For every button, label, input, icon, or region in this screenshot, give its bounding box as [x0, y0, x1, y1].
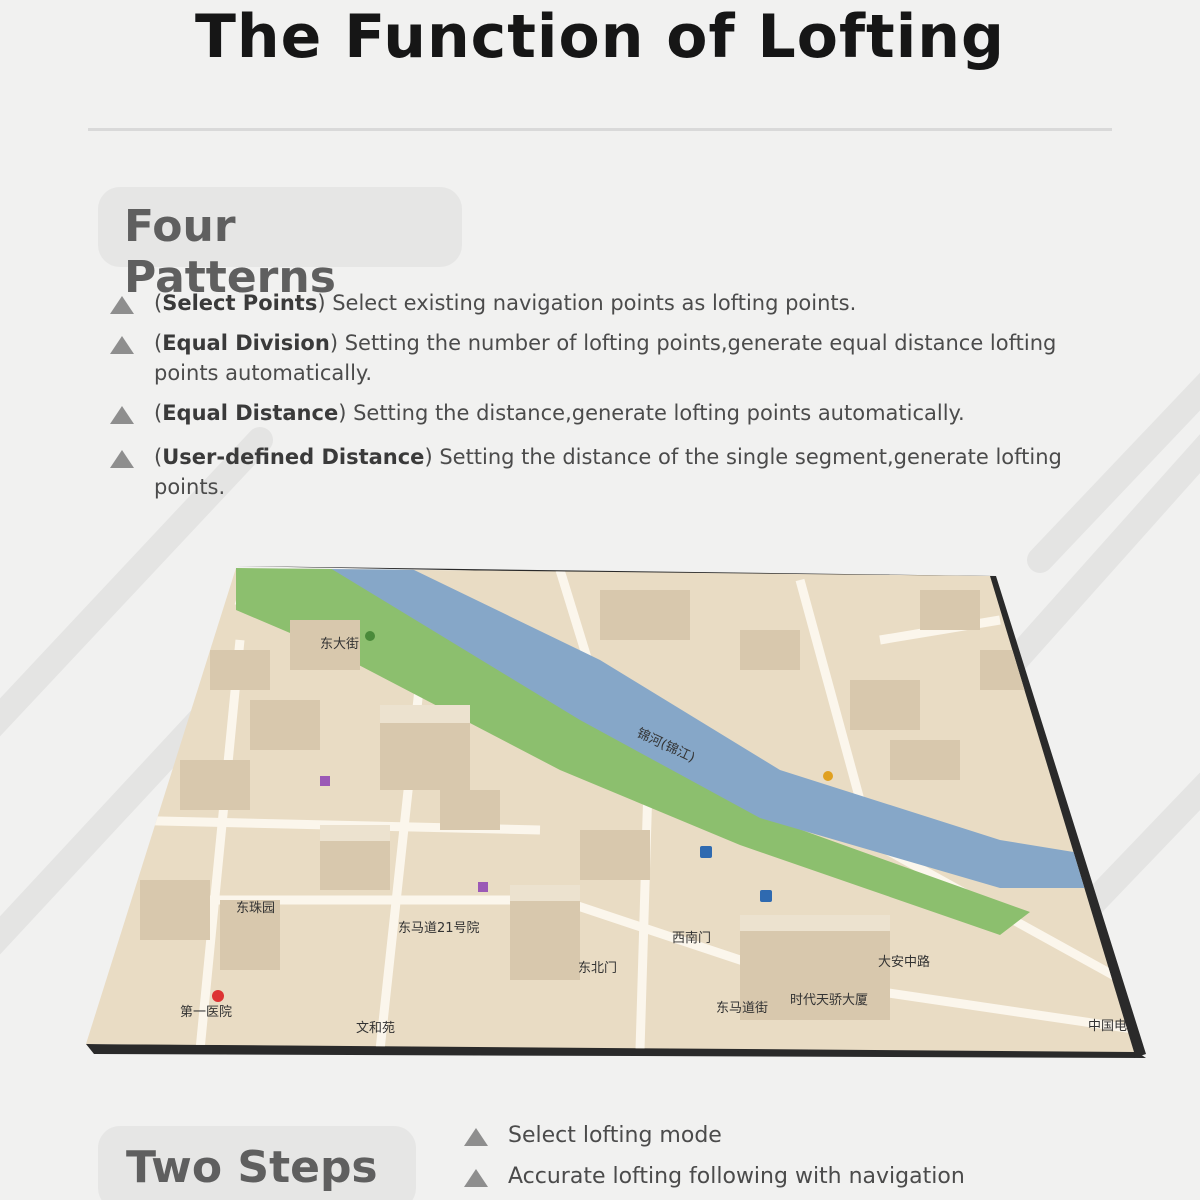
pattern-text: Setting the distance of the single segme… [154, 445, 1062, 499]
pattern-name: Select Points [162, 291, 318, 315]
four-patterns-heading: Four Patterns [98, 187, 462, 303]
pattern-name: Equal Distance [162, 401, 339, 425]
triangle-bullet-icon [464, 1128, 488, 1146]
pattern-text: Setting the distance,generate lofting po… [353, 401, 965, 425]
step-text: Accurate lofting following with navigati… [508, 1164, 965, 1189]
map-label: 文和苑 [356, 1021, 395, 1036]
two-steps-list: Select lofting mode Accurate lofting fol… [462, 1120, 965, 1200]
pattern-item: (User-defined Distance) Setting the dist… [108, 442, 1118, 502]
pattern-text: Select existing navigation points as lof… [332, 291, 857, 315]
triangle-bullet-icon [110, 336, 134, 354]
map-label: 东大街 [320, 637, 359, 652]
page-title: The Function of Lofting [195, 2, 1005, 72]
map-label: 大安中路 [878, 954, 930, 970]
triangle-bullet-icon [110, 406, 134, 424]
map-buildings [140, 590, 1040, 1020]
two-steps-heading: Two Steps [98, 1126, 416, 1200]
map-label: 时代天骄大厦 [790, 993, 868, 1008]
map-label: 第一医院 [180, 1005, 232, 1020]
four-patterns-list: (Select Points) Select existing navigati… [108, 288, 1118, 502]
map-label: 中国电信 [1088, 1019, 1140, 1034]
title-divider [88, 128, 1112, 131]
map-park [236, 568, 1030, 935]
map-river [330, 568, 1110, 888]
map-label: 东马道街 [716, 1001, 768, 1016]
pattern-item: (Equal Distance) Setting the distance,ge… [108, 398, 1118, 428]
triangle-bullet-icon [110, 296, 134, 314]
pattern-name: Equal Division [162, 331, 330, 355]
pattern-name: User-defined Distance [162, 445, 425, 469]
pattern-text: Setting the number of lofting points,gen… [154, 331, 1057, 385]
map-label: 西南门 [672, 930, 711, 946]
map-label: 东北门 [578, 961, 617, 976]
triangle-bullet-icon [464, 1169, 488, 1187]
step-item: Accurate lofting following with navigati… [462, 1161, 965, 1193]
map-shadow [86, 1044, 1146, 1058]
pattern-item: (Select Points) Select existing navigati… [108, 288, 1118, 318]
step-text: Select lofting mode [508, 1123, 722, 1148]
pattern-item: (Equal Division) Setting the number of l… [108, 328, 1118, 388]
map-label: 东马道21号院 [398, 921, 480, 936]
map-poi-markers [212, 631, 833, 1002]
step-item: Select lofting mode [462, 1120, 965, 1152]
map-label: 东珠园 [236, 901, 275, 916]
triangle-bullet-icon [110, 450, 134, 468]
